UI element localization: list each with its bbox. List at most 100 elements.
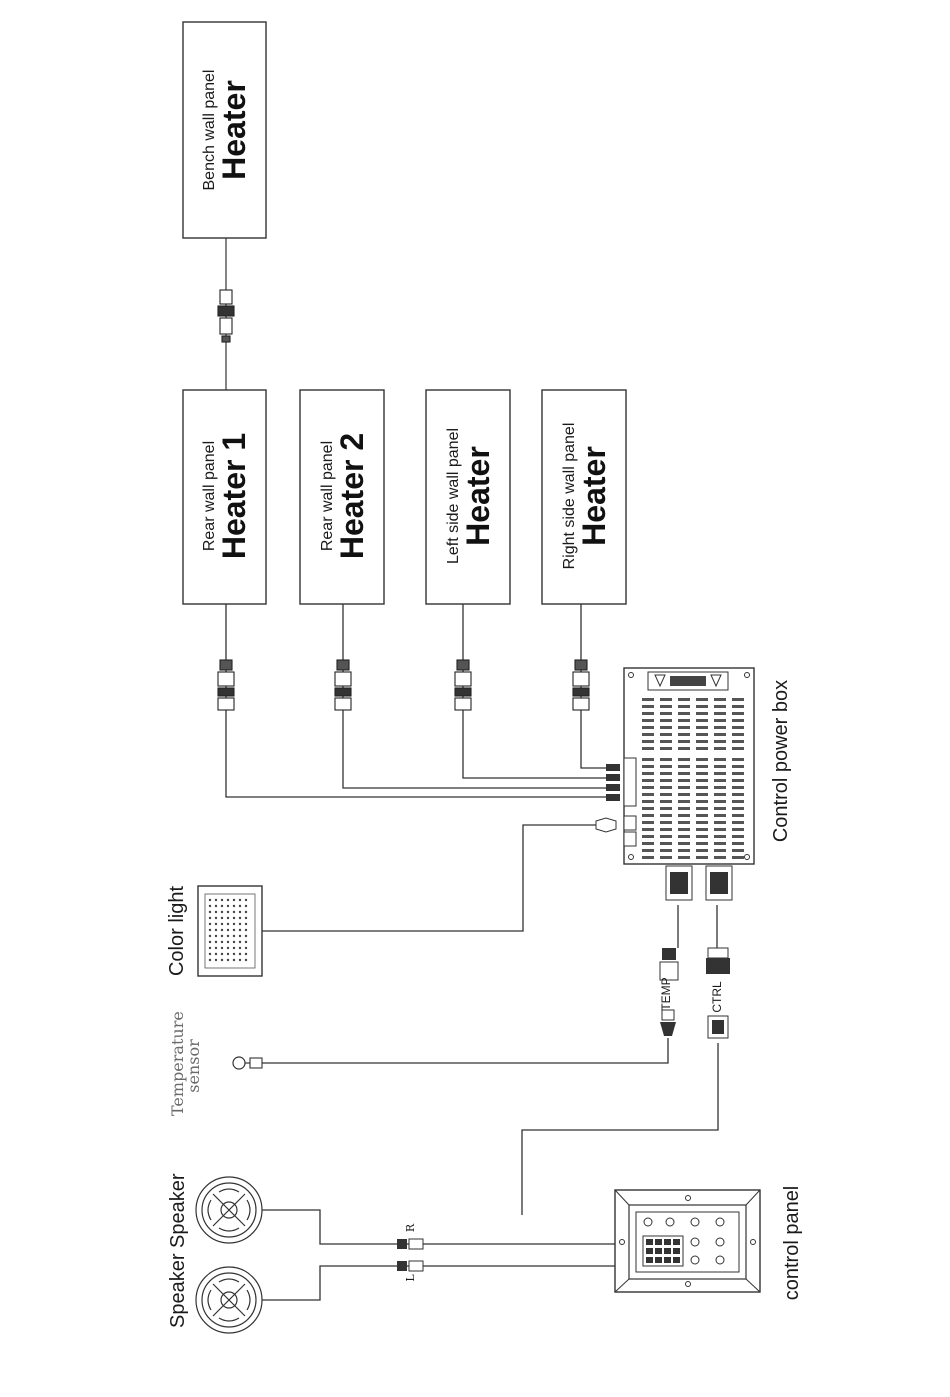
light-led <box>227 905 229 907</box>
vent-slot <box>714 747 726 750</box>
right-channel-label: R <box>405 1221 417 1235</box>
keypad-key <box>664 1239 671 1245</box>
temperature-sensor-label-2: sensor <box>186 1016 202 1116</box>
temp-label: TEMP <box>660 974 674 1014</box>
vent-slot <box>714 786 726 789</box>
light-led <box>221 911 223 913</box>
light-led <box>227 953 229 955</box>
vent-slot <box>660 786 672 789</box>
vent-slot <box>714 726 726 729</box>
wire-temperature-sensor <box>262 1038 668 1063</box>
vent-slot <box>714 807 726 810</box>
temperature-sensor <box>233 1057 262 1069</box>
vent-slot <box>696 779 708 782</box>
light-led <box>221 905 223 907</box>
light-led <box>215 899 217 901</box>
vent-slot <box>642 786 654 789</box>
light-led <box>221 917 223 919</box>
vent-slot <box>696 740 708 743</box>
speaker-right <box>196 1177 262 1243</box>
wire-heater-rear-1 <box>226 604 610 797</box>
vent-slot <box>678 842 690 845</box>
light-led <box>245 941 247 943</box>
vent-slot <box>714 772 726 775</box>
light-led <box>209 941 211 943</box>
vent-slot <box>660 821 672 824</box>
vent-slot <box>678 705 690 708</box>
vent-slot <box>714 705 726 708</box>
light-led <box>221 929 223 931</box>
heater-right-label: Right side wall panel Heater <box>562 388 606 604</box>
vent-slot <box>732 719 744 722</box>
light-led <box>239 899 241 901</box>
vent-slot <box>696 747 708 750</box>
vent-slot <box>696 712 708 715</box>
vent-slot <box>678 712 690 715</box>
light-led <box>245 917 247 919</box>
light-led <box>239 911 241 913</box>
vent-slot <box>660 712 672 715</box>
heater-bench-main: Heater <box>218 22 250 238</box>
vent-slot <box>678 793 690 796</box>
light-led <box>209 947 211 949</box>
light-led <box>233 953 235 955</box>
keypad-key <box>655 1239 662 1245</box>
light-led <box>227 959 229 961</box>
vent-slot <box>696 698 708 701</box>
control-power-box <box>596 668 754 900</box>
wire-color-light <box>262 825 600 931</box>
heater-left-main: Heater <box>462 388 494 604</box>
vent-slot <box>660 828 672 831</box>
vent-slot <box>678 807 690 810</box>
keypad-key <box>655 1257 662 1263</box>
light-led <box>245 953 247 955</box>
vent-slot <box>714 821 726 824</box>
vent-slot <box>660 842 672 845</box>
light-led <box>227 911 229 913</box>
light-led <box>227 935 229 937</box>
keypad-key <box>655 1248 662 1254</box>
vent-slot <box>642 821 654 824</box>
vent-slot <box>732 856 744 859</box>
vent-slot <box>696 842 708 845</box>
control-panel <box>615 1190 760 1292</box>
vent-slot <box>696 726 708 729</box>
heater-left-label: Left side wall panel Heater <box>446 388 490 604</box>
light-led <box>221 953 223 955</box>
light-led <box>239 917 241 919</box>
vent-slot <box>732 772 744 775</box>
heater-rear-1-label: Rear wall panel Heater 1 <box>202 388 246 604</box>
vent-slot <box>660 726 672 729</box>
light-led <box>239 923 241 925</box>
light-led <box>215 947 217 949</box>
vent-slot <box>660 772 672 775</box>
light-led <box>221 959 223 961</box>
light-led <box>245 929 247 931</box>
heater-bench-label: Bench wall panel Heater <box>202 22 246 238</box>
heater-right-main: Heater <box>578 388 610 604</box>
light-led <box>239 953 241 955</box>
vent-slot <box>660 849 672 852</box>
vent-slot <box>642 856 654 859</box>
keypad-key <box>664 1257 671 1263</box>
vent-slot <box>714 779 726 782</box>
vent-slot <box>696 800 708 803</box>
vent-slot <box>678 698 690 701</box>
vent-slot <box>678 786 690 789</box>
vent-slot <box>678 779 690 782</box>
light-led <box>215 923 217 925</box>
vent-slot <box>732 828 744 831</box>
light-led <box>215 953 217 955</box>
light-led <box>233 929 235 931</box>
light-led <box>209 899 211 901</box>
vent-slot <box>642 712 654 715</box>
vent-slot <box>660 705 672 708</box>
vent-slot <box>696 733 708 736</box>
keypad-key <box>664 1248 671 1254</box>
vent-slot <box>678 856 690 859</box>
speakers-label: Speaker Speaker <box>168 1178 190 1328</box>
vent-slot <box>642 765 654 768</box>
vent-slot <box>660 698 672 701</box>
keypad-key <box>673 1257 680 1263</box>
keypad-key <box>646 1257 653 1263</box>
